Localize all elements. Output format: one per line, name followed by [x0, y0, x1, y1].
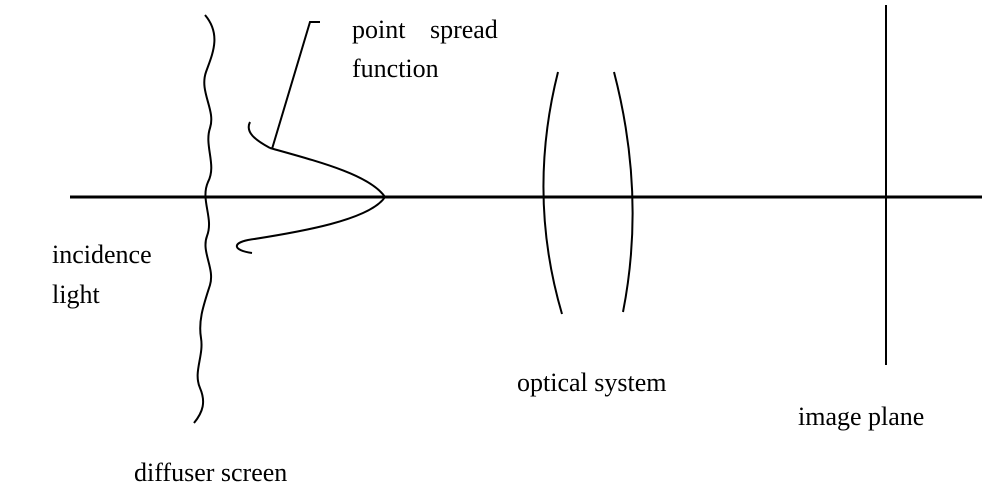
psf-label-line1: point spread	[352, 15, 498, 44]
psf-label-line2: function	[352, 54, 439, 83]
optical-system-label: optical system	[517, 368, 667, 397]
diffuser-screen-label: diffuser screen	[134, 458, 288, 487]
psf-leader-line	[271, 21, 320, 150]
diffuser-screen	[193, 14, 216, 424]
incidence-light-label-line2: light	[52, 280, 100, 309]
lens-left-surface	[542, 71, 563, 315]
incidence-light-label-line1: incidence	[52, 240, 152, 269]
point-spread-function-curve	[235, 121, 387, 254]
image-plane-label: image plane	[798, 402, 925, 431]
lens-right-surface	[613, 71, 634, 313]
